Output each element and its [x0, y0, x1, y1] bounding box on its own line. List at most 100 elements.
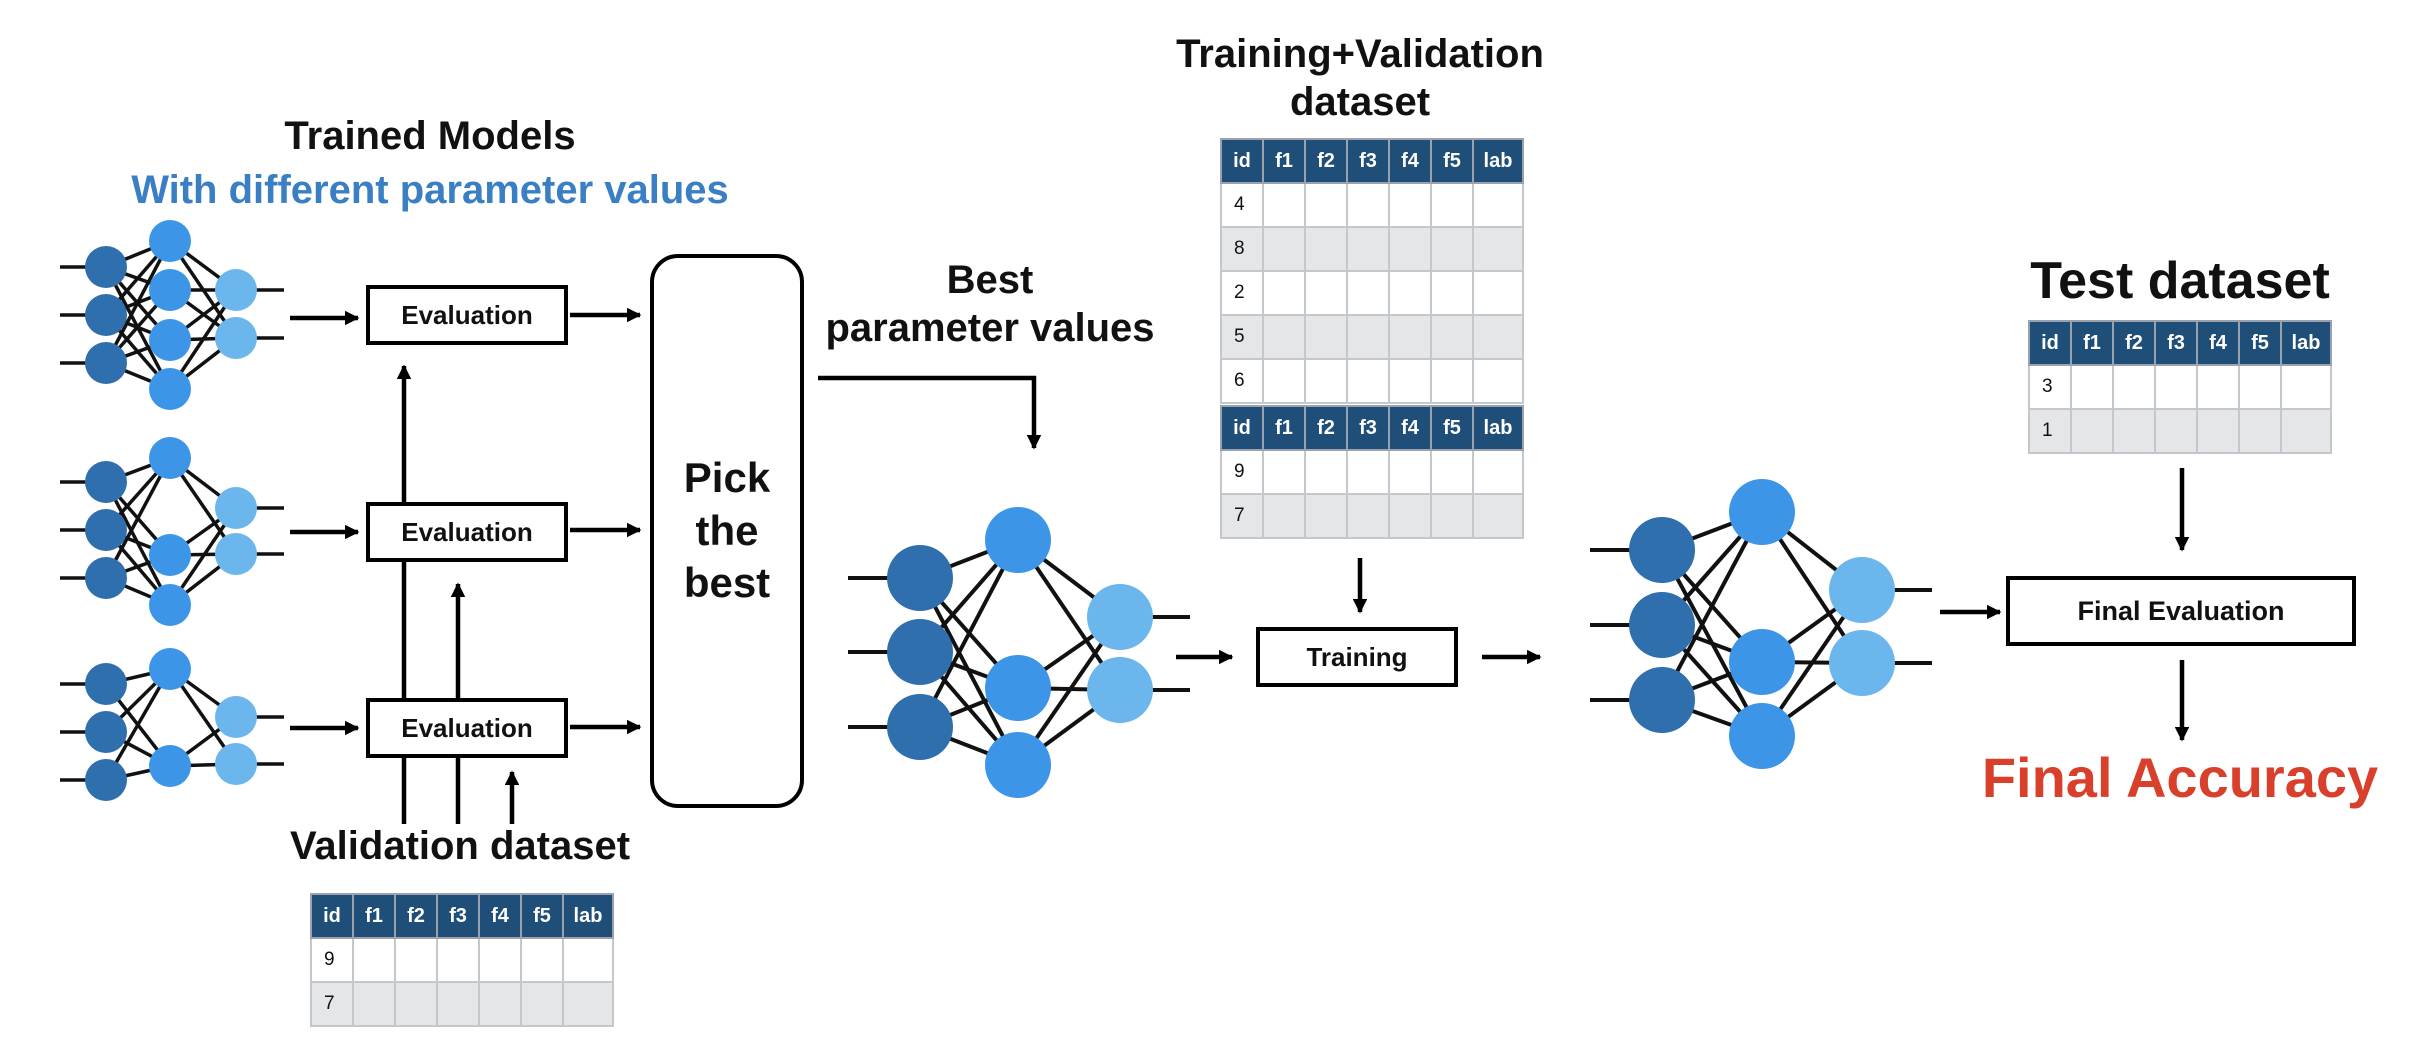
empty-cell	[1472, 270, 1524, 316]
hidden-node	[149, 220, 191, 262]
evaluation-box-3: Evaluation	[366, 698, 568, 758]
table-header-cell: f2	[2112, 320, 2156, 366]
table-header-cell: lab	[1472, 405, 1524, 451]
connection-line	[1660, 511, 1764, 701]
output-node	[215, 317, 257, 359]
input-node	[85, 509, 127, 551]
train-val-title-line-2: dataset	[1289, 80, 1431, 124]
input-node	[85, 663, 127, 705]
connection-line	[104, 668, 172, 781]
connection-line	[104, 457, 172, 579]
empty-cell	[2280, 364, 2332, 410]
empty-cell	[1430, 493, 1474, 539]
table-header-cell: f2	[1304, 138, 1348, 184]
hidden-node	[985, 732, 1051, 798]
row-id-cell: 7	[310, 981, 354, 1027]
different-params-subtitle: With different parameter values	[131, 168, 729, 212]
table-row: 7	[310, 981, 614, 1027]
empty-cell	[1262, 358, 1306, 404]
hidden-node	[149, 269, 191, 311]
train-val-title: Training+Validation dataset	[1150, 30, 1570, 126]
empty-cell	[1346, 226, 1390, 272]
row-id-cell: 1	[2028, 408, 2072, 454]
table-row: 5	[1220, 314, 1524, 360]
hidden-node	[985, 655, 1051, 721]
empty-cell	[1388, 493, 1432, 539]
table-row: 7	[1220, 493, 1524, 539]
empty-cell	[1388, 314, 1432, 360]
empty-cell	[478, 981, 522, 1027]
input-node	[887, 619, 953, 685]
train-val-title-line-1: Training+Validation	[1176, 32, 1544, 76]
table-header-cell: f5	[520, 893, 564, 939]
trained-models-title: Trained Models	[284, 114, 576, 158]
empty-cell	[1346, 449, 1390, 495]
table-header-cell: f4	[478, 893, 522, 939]
empty-cell	[562, 981, 614, 1027]
evaluation-box-2: Evaluation	[366, 502, 568, 562]
table-header-cell: f1	[2070, 320, 2114, 366]
row-id-cell: 4	[1220, 182, 1264, 228]
table-row: 8	[1220, 226, 1524, 272]
best-params-label: Best parameter values	[800, 256, 1180, 352]
output-node	[215, 269, 257, 311]
empty-cell	[478, 937, 522, 983]
output-node	[1087, 584, 1153, 650]
hidden-node	[149, 584, 191, 626]
empty-cell	[1472, 226, 1524, 272]
empty-cell	[1262, 226, 1306, 272]
empty-cell	[2070, 408, 2114, 454]
table-header-cell: f5	[1430, 405, 1474, 451]
input-node	[85, 461, 127, 503]
empty-cell	[1346, 358, 1390, 404]
empty-cell	[562, 937, 614, 983]
row-id-cell: 8	[1220, 226, 1264, 272]
empty-cell	[1304, 182, 1348, 228]
table-header-cell: f2	[394, 893, 438, 939]
table-header-cell: f1	[1262, 138, 1306, 184]
empty-cell	[436, 981, 480, 1027]
empty-cell	[2070, 364, 2114, 410]
final-evaluation-box: Final Evaluation	[2006, 576, 2356, 646]
empty-cell	[2196, 364, 2240, 410]
input-node	[85, 711, 127, 753]
arrow-best-params-to-network	[818, 375, 1042, 450]
input-node	[85, 246, 127, 288]
small-network-3	[60, 648, 284, 801]
empty-cell	[1262, 182, 1306, 228]
hidden-node	[149, 648, 191, 690]
pick-line-2: the	[695, 506, 759, 554]
table-row: 3	[2028, 364, 2332, 410]
empty-cell	[1430, 449, 1474, 495]
test-dataset-title: Test dataset	[2030, 252, 2330, 310]
row-id-cell: 9	[310, 937, 354, 983]
table-header-cell: f2	[1304, 405, 1348, 451]
output-node	[1829, 630, 1895, 696]
hidden-node	[985, 507, 1051, 573]
empty-cell	[520, 937, 564, 983]
hidden-node	[149, 534, 191, 576]
input-node	[1629, 592, 1695, 658]
table-header-cell: lab	[2280, 320, 2332, 366]
hidden-node	[1729, 479, 1795, 545]
empty-cell	[1304, 358, 1348, 404]
hidden-node	[1729, 629, 1795, 695]
empty-cell	[2154, 364, 2198, 410]
hidden-node	[1729, 703, 1795, 769]
hidden-node	[149, 319, 191, 361]
empty-cell	[2154, 408, 2198, 454]
output-node	[215, 696, 257, 738]
empty-cell	[1304, 314, 1348, 360]
final-accuracy-label: Final Accuracy	[1981, 746, 2379, 809]
empty-cell	[1346, 314, 1390, 360]
empty-cell	[1472, 493, 1524, 539]
table-header-cell: lab	[1472, 138, 1524, 184]
empty-cell	[1430, 358, 1474, 404]
empty-cell	[1430, 182, 1474, 228]
small-network-1	[60, 220, 284, 410]
output-node	[215, 487, 257, 529]
